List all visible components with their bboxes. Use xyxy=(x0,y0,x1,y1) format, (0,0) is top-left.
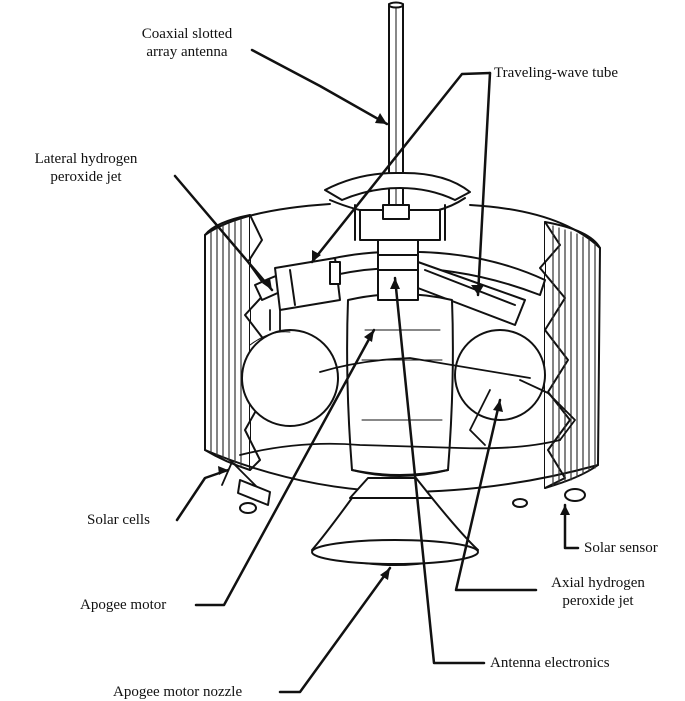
arrowheads xyxy=(218,113,570,580)
label-solar-sensor: Solar sensor xyxy=(584,540,658,556)
leader-lateral-jet xyxy=(173,174,274,292)
label-coaxial-antenna-line2: array antenna xyxy=(146,44,228,60)
leader-lines xyxy=(173,48,580,694)
label-lateral-jet: Lateral hydrogen peroxide jet xyxy=(2,150,170,186)
label-axial-jet-line2: peroxide jet xyxy=(562,593,634,609)
label-solar-cells: Solar cells xyxy=(87,512,150,528)
top-collar xyxy=(324,171,471,241)
apogee-motor-casing xyxy=(346,239,454,477)
label-antenna-electronics: Antenna electronics xyxy=(490,655,610,671)
propellant-tanks xyxy=(241,329,546,427)
equipment-platform xyxy=(254,250,546,326)
label-coaxial-antenna: Coaxial slotted array antenna xyxy=(122,25,252,61)
label-lateral-jet-line2: peroxide jet xyxy=(50,169,122,185)
leader-antenna-electronics xyxy=(393,276,486,665)
leader-traveling-wave-1 xyxy=(310,71,492,264)
label-apogee-motor: Apogee motor xyxy=(80,597,167,613)
apogee-motor-nozzle xyxy=(311,477,479,566)
label-axial-jet: Axial hydrogen peroxide jet xyxy=(538,574,658,610)
leader-axial-jet xyxy=(454,398,538,592)
leader-apogee-motor xyxy=(194,328,376,607)
label-axial-jet-line1: Axial hydrogen xyxy=(551,575,645,591)
label-coaxial-antenna-line1: Coaxial slotted xyxy=(141,26,233,42)
solar-cell-hatching xyxy=(210,218,596,487)
label-lateral-jet-line1: Lateral hydrogen xyxy=(34,151,138,167)
leader-coaxial-antenna xyxy=(250,48,389,126)
leader-traveling-wave-2 xyxy=(476,71,492,297)
plumbing-lines xyxy=(221,309,576,491)
label-traveling-wave-tube: Traveling-wave tube xyxy=(494,65,618,81)
label-apogee-motor-nozzle: Apogee motor nozzle xyxy=(113,684,243,700)
leader-solar-cells xyxy=(175,468,230,522)
base-feet xyxy=(237,479,586,514)
leader-solar-sensor xyxy=(563,503,580,550)
leader-apogee-nozzle xyxy=(278,566,392,694)
